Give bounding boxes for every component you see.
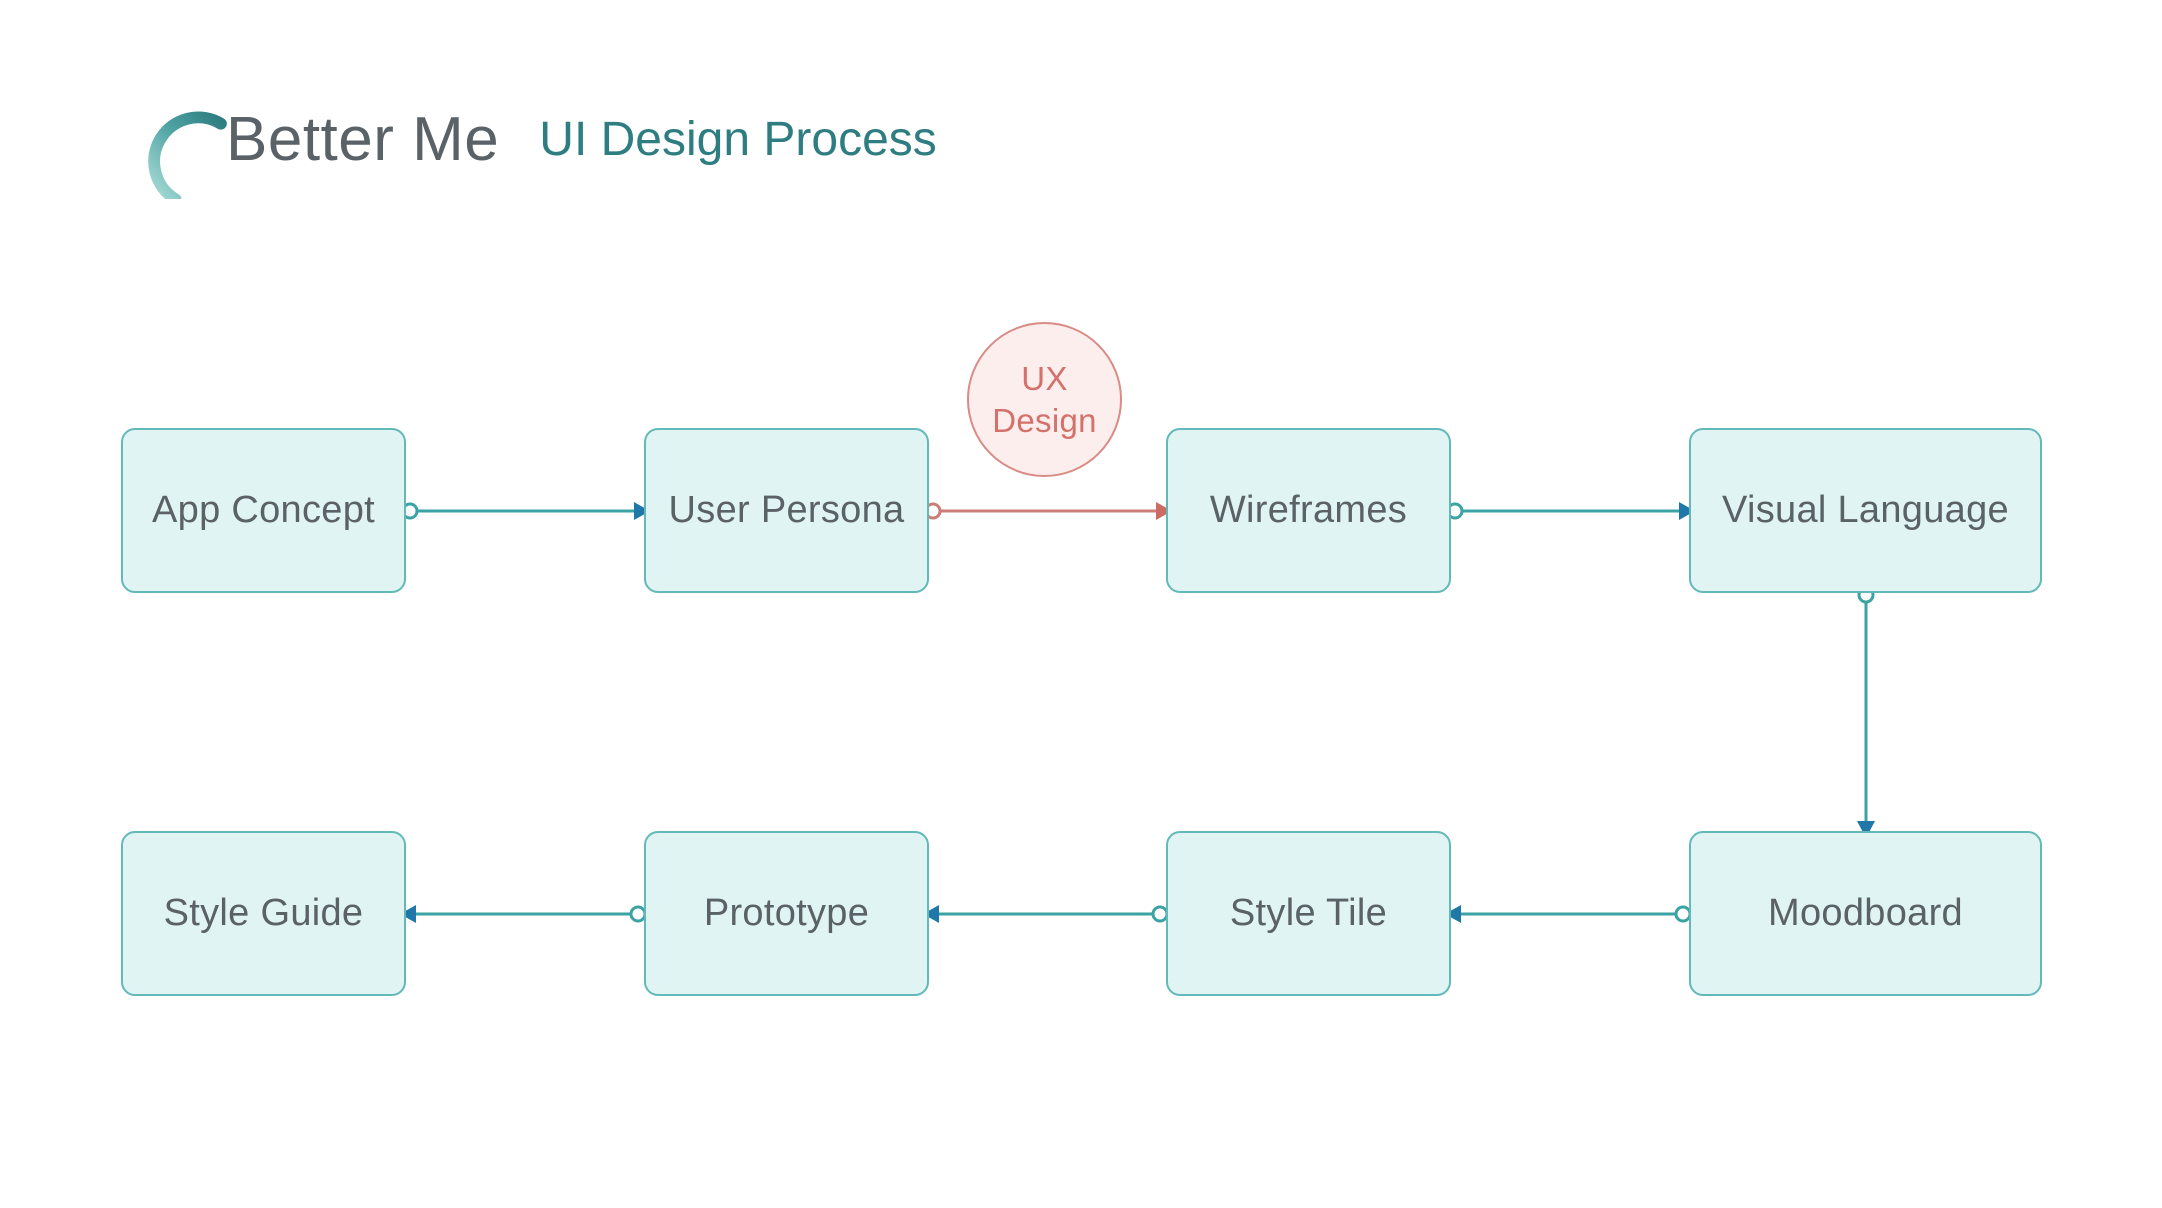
- edge-prototype-to-style-guide: [400, 905, 647, 923]
- node-label: Prototype: [703, 892, 870, 934]
- node-label: Style Tile: [1229, 892, 1388, 934]
- edge-style-tile-to-prototype: [923, 905, 1169, 923]
- node-label-line-2: Design: [992, 401, 1097, 439]
- node-moodboard[interactable]: Moodboard: [1689, 831, 2042, 996]
- edge-visual-language-to-moodboard: [1857, 586, 1875, 838]
- node-wireframes[interactable]: Wireframes: [1166, 428, 1451, 593]
- node-visual-language[interactable]: Visual Language: [1689, 428, 2042, 593]
- edge-wireframes-to-visual-language: [1446, 502, 1695, 520]
- node-label: App Concept: [151, 489, 375, 531]
- arc-circle-logo-icon: [120, 81, 228, 199]
- node-ux-design[interactable]: UX Design: [967, 322, 1122, 477]
- node-user-persona[interactable]: User Persona: [644, 428, 929, 593]
- brand-name: Better Me: [226, 105, 500, 174]
- node-style-guide[interactable]: Style Guide: [121, 831, 406, 996]
- page-header: Better Me UI Design Process: [120, 80, 937, 200]
- edge-app-concept-to-user-persona: [401, 502, 650, 520]
- node-label: User Persona: [668, 489, 905, 531]
- node-label: Wireframes: [1209, 489, 1408, 531]
- edge-user-persona-to-wireframes: [924, 502, 1172, 520]
- node-prototype[interactable]: Prototype: [644, 831, 929, 996]
- node-label: Style Guide: [163, 892, 364, 934]
- node-label: Moodboard: [1768, 892, 1963, 934]
- node-app-concept[interactable]: App Concept: [121, 428, 406, 593]
- node-style-tile[interactable]: Style Tile: [1166, 831, 1451, 996]
- edge-moodboard-to-style-tile: [1445, 905, 1692, 923]
- node-label-line-1: UX: [1021, 360, 1068, 398]
- page-title: UI Design Process: [539, 113, 937, 166]
- node-label: Visual Language: [1722, 489, 2009, 531]
